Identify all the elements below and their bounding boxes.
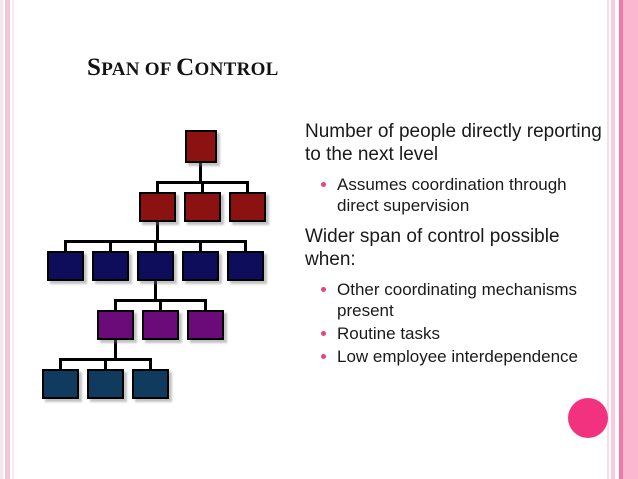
org-connector [199,163,202,182]
org-node-n5c [132,369,169,399]
bullet-2-text: Other coordinating mechanisms present [337,280,578,320]
org-node-n3d [182,251,219,281]
org-node-n4b [142,310,179,340]
org-connector [109,240,112,251]
bullet-dot-icon [321,287,326,292]
bullet-dot-icon [321,354,326,359]
org-node-n3c [137,251,174,281]
bullet-2-item: Other coordinating mechanisms present [305,279,605,321]
left-edge-stripe-inner [12,0,14,479]
org-node-n3b [92,251,129,281]
org-node-n4c [187,310,224,340]
org-node-n2b [184,192,221,222]
title-segment-2: C [176,54,195,81]
org-node-n3e [227,251,264,281]
lead-paragraph-2: Wider span of control possible when: [305,226,560,270]
bullet-1-item: Assumes coordination through direct supe… [305,174,605,216]
title-segment-1: PAN OF [101,59,177,80]
org-connector [159,299,162,310]
org-connector [114,299,117,310]
title-segment-3: ONTROL [194,59,279,80]
org-connector [114,340,117,358]
org-node-n2a [139,192,176,222]
org-connector [156,181,159,192]
org-connector [156,222,159,240]
bullet-2-text: Low employee interdependence [337,347,579,366]
org-node-n5a [42,369,79,399]
lead-paragraph-1: Number of people directly reporting to t… [305,121,602,165]
org-connector [149,358,152,369]
org-node-n1 [185,130,217,163]
bullet-1-text: Assumes coordination through direct supe… [337,175,567,215]
org-node-n4a [97,310,134,340]
org-connector [154,281,157,299]
right-edge-stripe-3 [616,0,619,479]
title-segment-0: S [87,54,102,81]
org-connector [246,181,249,192]
page-title: SPAN OF CONTROL [87,54,279,82]
pink-circle-decoration [568,398,608,438]
org-connector [244,240,247,251]
right-edge-accent-stripe [619,0,623,479]
org-connector [104,358,107,369]
bullet-dot-icon [321,182,326,187]
org-connector [154,240,157,251]
org-connector [204,299,207,310]
right-edge-stripe-1 [607,0,609,479]
bullet-dot-icon [321,331,326,336]
org-connector [59,358,62,369]
content-text-column: Number of people directly reporting to t… [305,120,605,377]
org-node-n3a [47,251,84,281]
right-edge-band [623,0,638,479]
bullet-2-text: Routine tasks [337,324,440,343]
left-edge-stripe [5,0,10,479]
org-chart-diagram [0,0,300,479]
right-edge-stripe-2 [611,0,615,479]
org-connector [64,240,67,251]
left-edge-stripe-outer [0,0,3,479]
org-connector [199,240,202,251]
org-node-n5b [87,369,124,399]
bullet-2-item: Routine tasks [305,323,605,344]
org-node-n2c [229,192,266,222]
bullet-2-item: Low employee interdependence [305,346,605,367]
org-connector [201,181,204,192]
bullet-list-1: Assumes coordination through direct supe… [305,174,605,216]
